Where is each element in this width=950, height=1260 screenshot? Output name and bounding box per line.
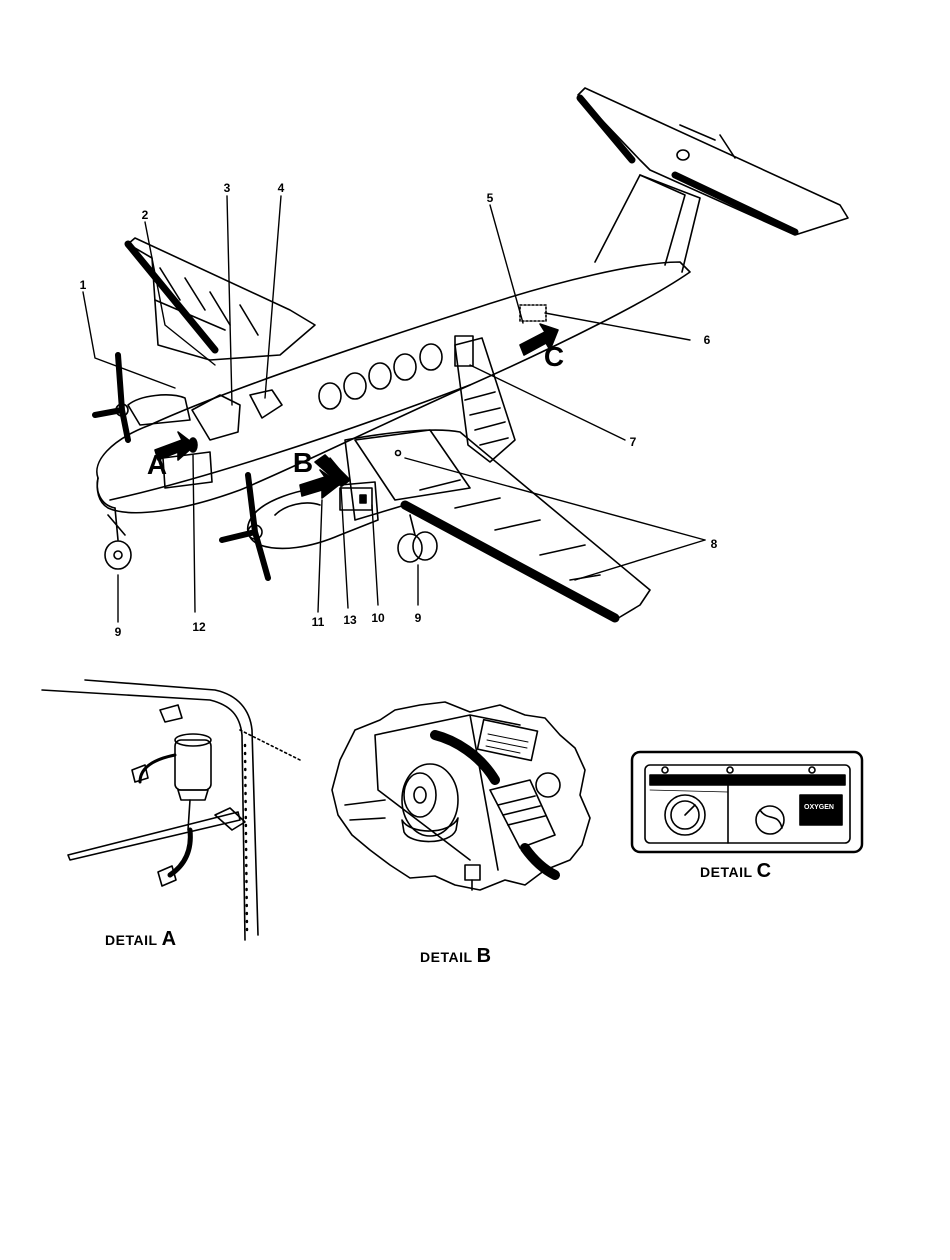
detail-c-screw-right xyxy=(809,767,815,773)
leader-2 xyxy=(145,222,215,365)
callout-2: 2 xyxy=(142,209,149,221)
nose-wheel-hub xyxy=(114,551,122,559)
detail-a-brace xyxy=(68,812,240,860)
callout-13: 13 xyxy=(343,614,356,626)
leader-6 xyxy=(545,313,690,340)
detail-a-caption-word: DETAIL xyxy=(105,932,157,948)
callout-5: 5 xyxy=(487,192,494,204)
detail-a-clip xyxy=(160,705,182,722)
far-propeller xyxy=(95,355,128,440)
callout-11: 11 xyxy=(312,616,325,628)
callout-10: 10 xyxy=(371,612,384,624)
callout-8: 8 xyxy=(711,538,718,550)
detail-b-caption-word: DETAIL xyxy=(420,949,472,965)
nose-gear-strut xyxy=(108,508,125,540)
detail-a-caption-letter: A xyxy=(162,928,177,950)
detail-b-caption: DETAIL B xyxy=(420,945,492,968)
detail-a-caption: DETAIL A xyxy=(105,928,177,951)
detail-a-frame-inner xyxy=(85,680,258,935)
detail-a-canister-base xyxy=(178,790,208,800)
far-wing xyxy=(128,238,315,360)
near-wing xyxy=(345,430,650,620)
detail-b-hose xyxy=(435,735,495,780)
leader-3 xyxy=(227,196,232,405)
vertical-stabilizer xyxy=(595,175,700,272)
detail-c-screw-mid xyxy=(727,767,733,773)
detail-a-skin-edge xyxy=(240,730,300,760)
callout-12: 12 xyxy=(192,621,205,633)
cabin-window xyxy=(394,354,416,380)
tail-cap xyxy=(677,150,689,160)
cabin-window xyxy=(319,383,341,409)
main-gear-strut xyxy=(410,515,415,535)
detail-b-nozzle xyxy=(490,780,555,848)
horizontal-stabilizer xyxy=(578,88,848,235)
engine-access-panel xyxy=(340,488,372,510)
leader-4 xyxy=(265,196,281,398)
callout-6: 6 xyxy=(704,334,711,346)
detail-b-nozzle-cap xyxy=(536,773,560,797)
detail-a-canister xyxy=(175,740,211,790)
fuel-filler-cap xyxy=(396,451,401,456)
detail-b-caption-letter: B xyxy=(477,945,492,967)
callout-9-nose: 9 xyxy=(115,626,122,638)
detail-b-placard-lines xyxy=(486,734,528,753)
near-wing-leading-edge xyxy=(405,505,615,618)
cabin-window xyxy=(344,373,366,399)
cabin-window xyxy=(369,363,391,389)
location-letter-c: C xyxy=(544,341,564,373)
stabilizer-leading-edge xyxy=(580,98,632,160)
detail-c-valve-handle xyxy=(760,810,782,828)
detail-c-top-shade xyxy=(650,775,845,785)
detail-c-caption-letter: C xyxy=(757,860,772,882)
detail-c-illustration xyxy=(632,752,862,852)
nacelle-fill-port xyxy=(360,495,366,503)
callout-9-main: 9 xyxy=(415,612,422,624)
callout-4: 4 xyxy=(278,182,285,194)
detail-b-placard xyxy=(477,720,537,761)
detail-b-illustration xyxy=(332,702,590,890)
marker-12-spot xyxy=(189,438,197,452)
detail-b-filler-neck xyxy=(402,764,458,836)
leader-5 xyxy=(490,205,523,323)
detail-a-connector-lower xyxy=(158,866,176,886)
fuselage xyxy=(97,262,690,513)
detail-a-rivets xyxy=(245,745,247,930)
detail-c-caption-word: DETAIL xyxy=(700,864,752,880)
detail-b-rib xyxy=(345,800,385,820)
detail-a-canister-stand xyxy=(188,800,190,830)
engine-exhaust xyxy=(275,503,320,515)
cockpit-windshield xyxy=(192,395,240,440)
leader-8b xyxy=(575,540,705,580)
nose-access-panel xyxy=(163,452,212,488)
detail-c-panel-shadow xyxy=(650,790,728,792)
cabin-window xyxy=(420,344,442,370)
near-propeller xyxy=(222,475,268,578)
oxygen-panel-location xyxy=(520,305,546,321)
detail-b-filler-cap xyxy=(404,773,436,817)
aircraft-illustration xyxy=(95,88,848,620)
detail-c-caption: DETAIL C xyxy=(700,860,772,883)
leader-7 xyxy=(470,365,625,440)
location-letter-b: B xyxy=(293,447,313,479)
far-wing-panels xyxy=(155,268,258,335)
far-wing-leading-edge xyxy=(128,244,215,350)
callout-1: 1 xyxy=(80,279,87,291)
detail-c-screw-left xyxy=(662,767,668,773)
location-letter-a: A xyxy=(147,449,167,481)
nose-wheel xyxy=(105,541,131,569)
callout-3: 3 xyxy=(224,182,231,194)
detail-b-bolt xyxy=(465,865,480,880)
detail-c-gauge-needle xyxy=(685,805,695,815)
detail-b-hose-lower xyxy=(525,848,555,875)
rudder xyxy=(640,175,685,265)
leader-11 xyxy=(318,500,322,612)
detail-a-illustration xyxy=(42,680,300,940)
nose-cone xyxy=(97,478,115,508)
callout-7: 7 xyxy=(630,436,637,448)
detail-b-filler-cap-center xyxy=(414,787,426,803)
detail-c-placard-text: OXYGEN xyxy=(804,804,834,811)
main-wheel-right xyxy=(413,532,437,560)
